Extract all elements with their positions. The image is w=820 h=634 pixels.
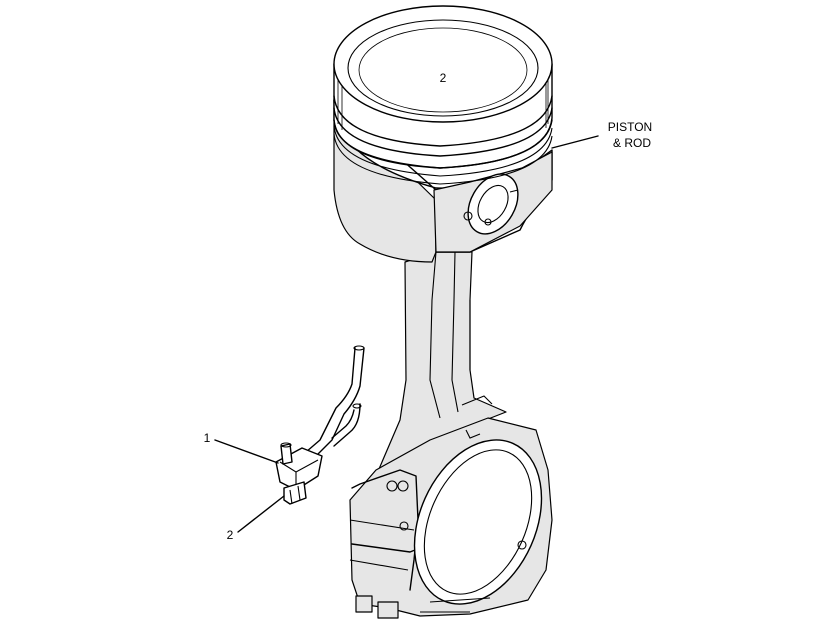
piston-crown-mark: 2: [440, 71, 447, 85]
connecting-rod: [349, 251, 553, 619]
piston-cooling-jet: [275, 345, 365, 505]
item-1-leader: [214, 439, 279, 464]
piston-rod-label-line-1: PISTON: [608, 120, 652, 134]
piston-rod-label-line-2: & ROD: [613, 136, 651, 150]
item-1-label: 1: [204, 431, 211, 445]
item-2-leader: [237, 495, 285, 533]
leader-lines: [214, 135, 599, 533]
piston: 2: [333, 5, 553, 263]
callout-labels: PISTON & ROD 1 2: [204, 120, 653, 542]
item-2-label: 2: [227, 528, 234, 542]
piston-rod-leader: [551, 135, 599, 149]
